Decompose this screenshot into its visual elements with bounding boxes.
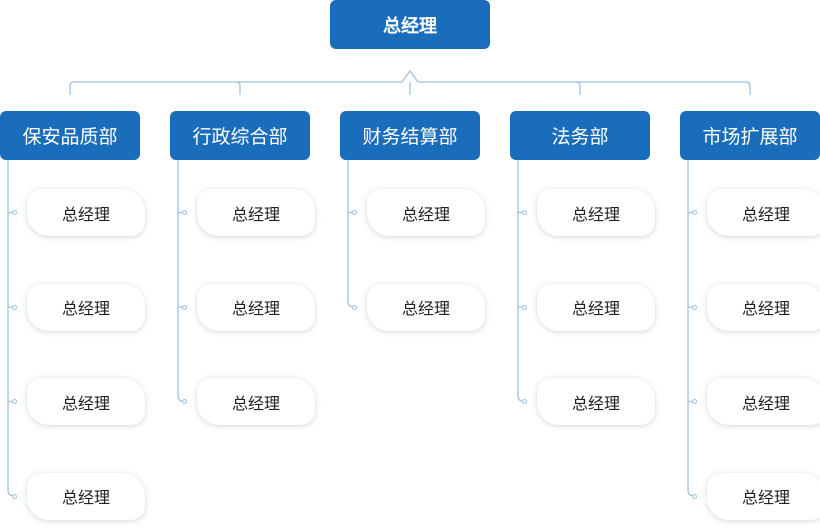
branch-dot [692,493,697,499]
branch-dot [522,210,527,215]
branch-dot [352,210,357,215]
department-node[interactable]: 法务部 [510,111,650,160]
branch-dot [522,399,527,404]
branch-dot [182,399,187,404]
child-node-label: 总经理 [61,393,110,413]
branch-dot [692,210,697,215]
department-label: 法务部 [551,126,609,148]
child-node[interactable]: 总经理 [707,283,820,331]
child-node[interactable]: 总经理 [707,189,820,236]
branch-dot [12,210,17,215]
department-label: 财务结算部 [362,126,458,148]
child-node[interactable]: 总经理 [707,472,820,520]
child-node-label: 总经理 [741,393,790,413]
child-node[interactable]: 总经理 [27,189,145,236]
department-node[interactable]: 行政综合部 [170,111,310,160]
child-node-label: 总经理 [741,299,790,318]
child-node-label: 总经理 [741,204,790,224]
child-node[interactable]: 总经理 [537,283,655,331]
child-node-label: 总经理 [741,488,790,507]
department-node[interactable]: 财务结算部 [340,111,480,160]
department-label: 保安品质部 [22,126,118,148]
child-node[interactable]: 总经理 [537,189,655,236]
branch-dot [182,304,187,310]
branch-dot [692,304,697,310]
child-node-label: 总经理 [571,299,620,318]
child-node-label: 总经理 [231,204,280,224]
child-node-label: 总经理 [61,204,110,224]
branch-dot [692,399,697,404]
branch-dot [352,304,357,310]
child-node[interactable]: 总经理 [537,378,655,425]
child-node-label: 总经理 [401,204,450,224]
child-node-label: 总经理 [231,299,280,318]
department-node[interactable]: 保安品质部 [0,111,140,160]
root-node[interactable]: 总经理 [330,0,490,49]
branch-dot [12,493,17,499]
child-node[interactable]: 总经理 [707,378,820,425]
child-node-label: 总经理 [61,488,110,507]
child-node[interactable]: 总经理 [197,378,315,425]
dept-drop-line [235,81,241,95]
child-node[interactable]: 总经理 [27,378,145,425]
root-node-label: 总经理 [383,15,437,37]
child-node-label: 总经理 [61,299,110,318]
child-node[interactable]: 总经理 [27,472,145,520]
branch-dot [12,304,17,310]
department-label: 市场扩展部 [702,126,798,148]
child-node-label: 总经理 [401,299,450,318]
branch-dot [12,399,17,404]
child-node[interactable]: 总经理 [367,283,485,331]
department-label: 行政综合部 [192,126,288,148]
branch-dot [522,304,527,310]
department-node[interactable]: 市场扩展部 [680,111,820,160]
child-node[interactable]: 总经理 [27,283,145,331]
child-node[interactable]: 总经理 [197,283,315,331]
child-node[interactable]: 总经理 [367,189,485,236]
branch-dot [182,210,187,215]
child-node-label: 总经理 [231,393,280,413]
child-node[interactable]: 总经理 [197,189,315,236]
child-node-label: 总经理 [571,204,620,224]
dept-drop-line [575,81,581,95]
root-bracket [69,69,751,95]
child-node-label: 总经理 [571,393,620,413]
